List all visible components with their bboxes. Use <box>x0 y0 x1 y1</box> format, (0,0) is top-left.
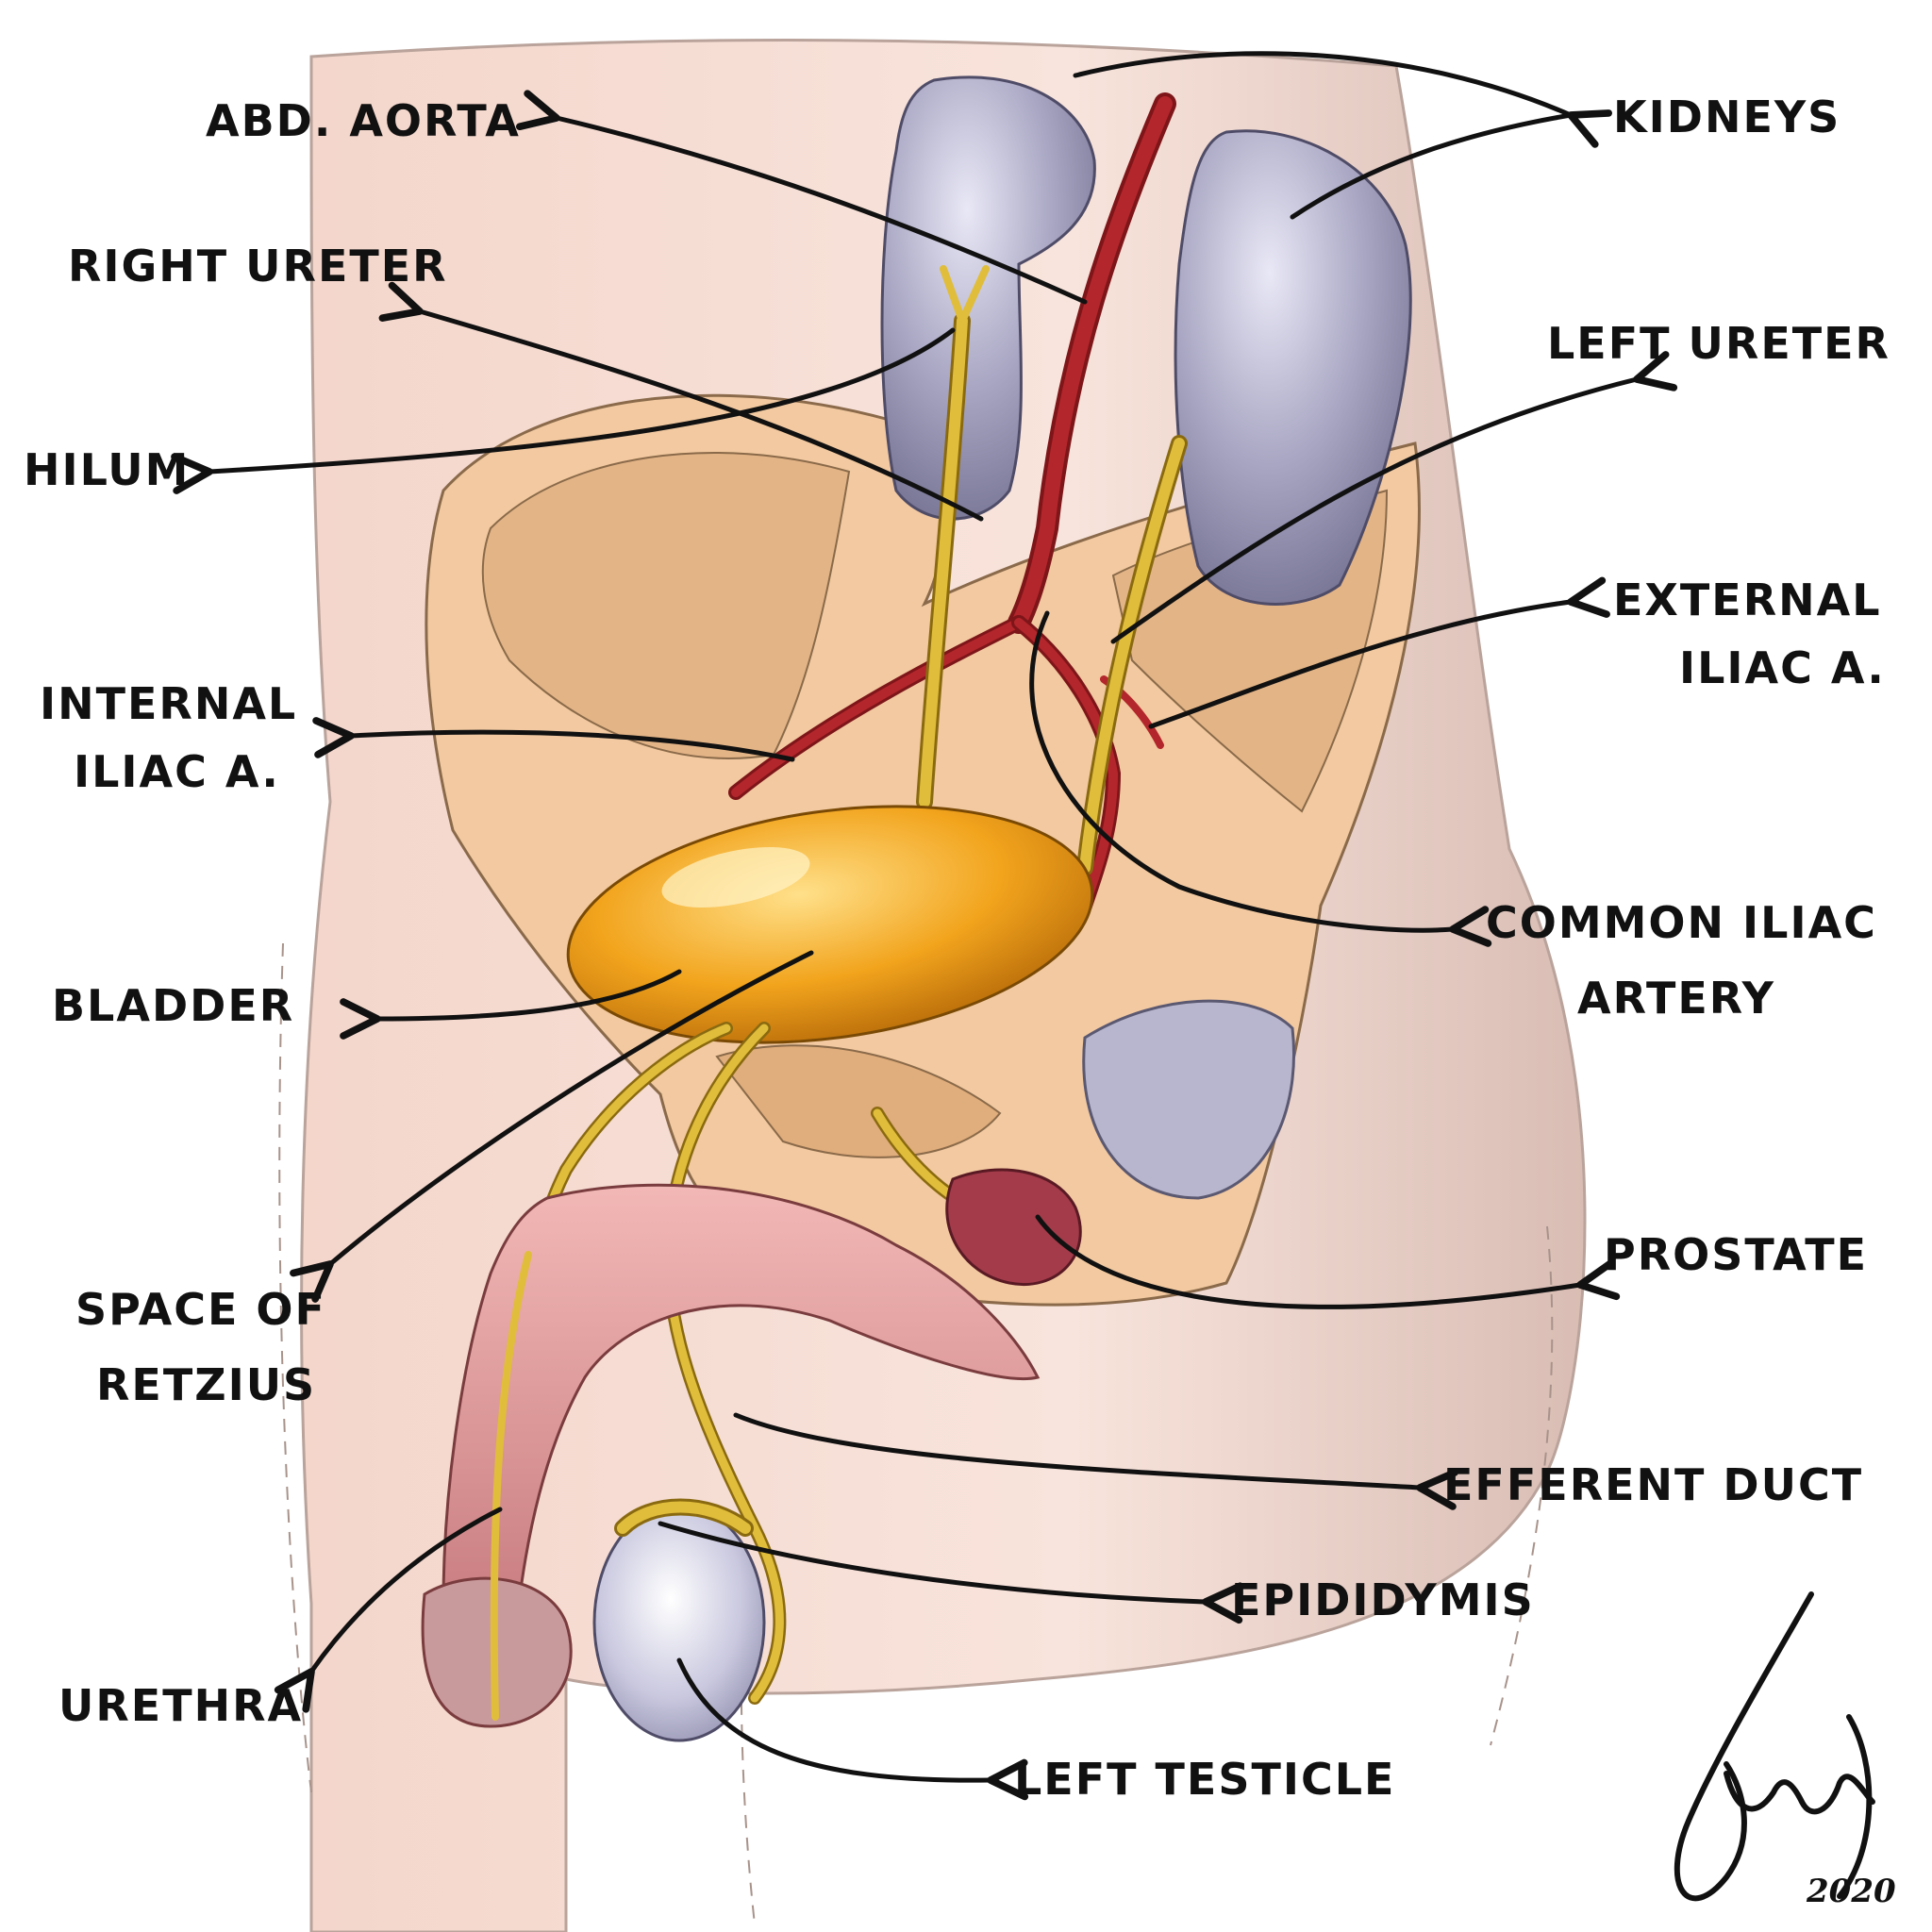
leader-epididymis <box>658 1521 1244 1624</box>
label-right-ureter: RIGHT URETER <box>68 241 448 291</box>
label-epididymis: EPIDIDYMIS <box>1231 1574 1535 1625</box>
leader-internal-iliac <box>312 717 795 762</box>
label-common-iliac-line1: COMMON ILIAC <box>1486 897 1877 948</box>
leader-right-ureter <box>378 281 984 522</box>
label-external-iliac-line2: ILIAC A. <box>1679 642 1886 693</box>
label-urethra: URETHRA <box>58 1680 304 1731</box>
leader-abd-aorta <box>515 90 1088 305</box>
label-abd-aorta: ABD. AORTA <box>206 95 521 146</box>
leader-common-iliac <box>1029 610 1492 947</box>
leader-urethra <box>274 1507 503 1713</box>
label-efferent-duct: EFFERENT DUCT <box>1443 1459 1864 1510</box>
label-kidneys: KIDNEYS <box>1613 92 1841 142</box>
penis <box>421 1183 1041 1728</box>
label-external-iliac-line1: EXTERNAL <box>1613 575 1882 625</box>
signature-year: 2020 <box>1807 1873 1896 1910</box>
ureters <box>916 265 1188 876</box>
label-left-testicle: LEFT TESTICLE <box>1014 1754 1396 1805</box>
label-space-retzius-line1: SPACE OF <box>75 1284 326 1335</box>
left-testicle <box>592 1498 766 1742</box>
leader-hilum <box>171 327 956 494</box>
leader-external-iliac <box>1148 576 1610 729</box>
leader-left-ureter <box>1110 351 1678 644</box>
label-space-retzius-line2: RETZIUS <box>96 1359 317 1410</box>
label-common-iliac-line2: ARTERY <box>1577 973 1775 1024</box>
leader-space-retzius <box>290 950 814 1303</box>
label-prostate: PROSTATE <box>1604 1229 1869 1280</box>
label-internal-iliac-line1: INTERNAL <box>40 678 298 729</box>
leader-left-testicle <box>676 1657 1029 1801</box>
leader-kidney-left <box>1290 112 1574 220</box>
leader-prostate <box>1035 1214 1621 1309</box>
label-left-ureter: LEFT URETER <box>1547 318 1890 369</box>
artist-signature <box>1674 1591 1875 1902</box>
prostate <box>945 1168 1082 1286</box>
label-hilum: HILUM <box>24 444 191 495</box>
label-bladder: BLADDER <box>52 980 295 1031</box>
leader-kidney-right <box>1073 51 1613 148</box>
leader-bladder <box>340 969 682 1040</box>
leader-lines <box>171 51 1678 1801</box>
bladder <box>566 805 1094 1044</box>
arteries <box>728 92 1176 913</box>
label-internal-iliac-line2: ILIAC A. <box>74 746 280 797</box>
efferent-ducts <box>503 1022 997 1705</box>
leader-efferent-duct <box>733 1412 1458 1510</box>
